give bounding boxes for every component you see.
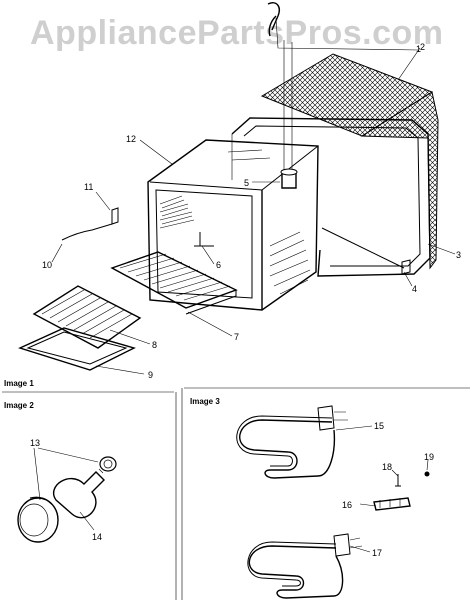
oven-light-assembly: 13 14 <box>17 438 117 543</box>
callout-6: 6 <box>216 260 221 270</box>
door-hinge-wire <box>61 223 113 241</box>
callout-9: 9 <box>148 370 153 380</box>
light-bulb <box>53 471 105 519</box>
callout-17: 17 <box>372 548 382 558</box>
callout-1: 1 <box>416 44 421 54</box>
broil-element <box>239 419 336 479</box>
callout-10: 10 <box>42 260 52 270</box>
panel-divider-vertical <box>175 388 183 600</box>
callout-12: 12 <box>126 134 136 144</box>
callout-15: 15 <box>374 421 384 431</box>
panel-label-image3: Image 3 <box>190 397 220 406</box>
callout-2: 2 <box>420 42 425 52</box>
callout-19: 19 <box>424 452 434 462</box>
broiler-pan <box>18 327 136 371</box>
callout-14: 14 <box>92 532 102 542</box>
oven-rack <box>110 251 238 315</box>
panel-label-image2: Image 2 <box>4 401 34 410</box>
callout-13: 13 <box>30 438 40 448</box>
callout-11: 11 <box>84 182 93 192</box>
vent-tube <box>267 2 280 37</box>
element-nut <box>424 471 430 477</box>
heating-elements: 15 16 17 18 19 <box>236 405 434 599</box>
light-socket <box>99 456 117 472</box>
hinge-clip <box>111 207 119 225</box>
broiler-grid <box>32 285 142 349</box>
support-rod <box>321 227 405 269</box>
sensor-probe <box>194 232 214 247</box>
oven-assembly: 1 2 3 4 5 6 7 8 9 10 11 12 <box>18 2 461 380</box>
callout-7: 7 <box>234 332 239 342</box>
panel-label-image1: Image 1 <box>4 379 34 388</box>
callout-16: 16 <box>342 500 352 510</box>
outer-wrap <box>231 117 431 277</box>
callout-5: 5 <box>244 178 249 188</box>
callout-4: 4 <box>412 284 417 294</box>
terminal-block <box>373 497 411 511</box>
watermark: AppliancePartsPros.com <box>30 14 444 52</box>
panel-divider-top <box>2 387 470 393</box>
oven-cavity <box>147 139 319 311</box>
callout-18: 18 <box>382 462 392 472</box>
outer-wrap-inner <box>243 125 421 267</box>
bake-element <box>248 545 344 599</box>
callout-3: 3 <box>456 250 461 260</box>
callout-8: 8 <box>152 340 157 350</box>
